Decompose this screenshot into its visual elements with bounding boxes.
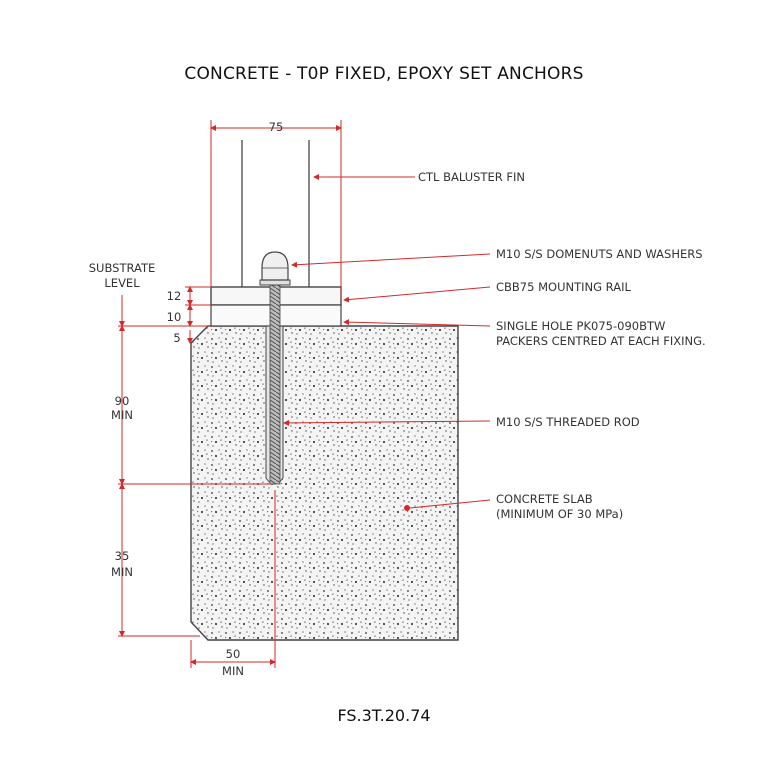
label-substrate-2: LEVEL — [104, 276, 140, 290]
label-baluster-fin: CTL BALUSTER FIN — [418, 170, 525, 184]
dim-edge-distance-min: MIN — [222, 664, 244, 678]
threaded-rod — [269, 278, 281, 485]
label-packers-2: PACKERS CENTRED AT EACH FIXING. — [496, 334, 706, 348]
dim-width-top: 75 — [269, 120, 284, 134]
dim-cover-below: 35 — [115, 549, 130, 563]
dimensions — [118, 120, 491, 668]
domenut — [261, 251, 289, 281]
slab-leader-dot — [404, 505, 410, 511]
concrete-slab — [190, 325, 459, 641]
label-domenuts: M10 S/S DOMENUTS AND WASHERS — [496, 247, 703, 261]
drawing-title: CONCRETE - T0P FIXED, EPOXY SET ANCHORS — [184, 64, 584, 84]
label-packers-1: SINGLE HOLE PK075-090BTW — [496, 319, 665, 333]
label-threaded-rod: M10 S/S THREADED ROD — [496, 415, 640, 429]
label-mounting-rail: CBB75 MOUNTING RAIL — [496, 280, 631, 294]
dim-edge-distance: 50 — [226, 647, 241, 661]
dim-packer: 10 — [167, 310, 182, 324]
dim-rail: 12 — [167, 289, 182, 303]
washer — [259, 279, 291, 286]
dim-embed-depth: 90 — [115, 394, 130, 408]
label-slab-2: (MINIMUM OF 30 MPa) — [496, 507, 623, 521]
label-slab-1: CONCRETE SLAB — [496, 492, 593, 506]
dim-edge-gap: 5 — [173, 331, 180, 345]
dim-embed-depth-min: MIN — [111, 408, 133, 422]
drawing-code: FS.3T.20.74 — [337, 706, 431, 725]
dim-cover-below-min: MIN — [111, 565, 133, 579]
label-substrate-1: SUBSTRATE — [89, 261, 156, 275]
